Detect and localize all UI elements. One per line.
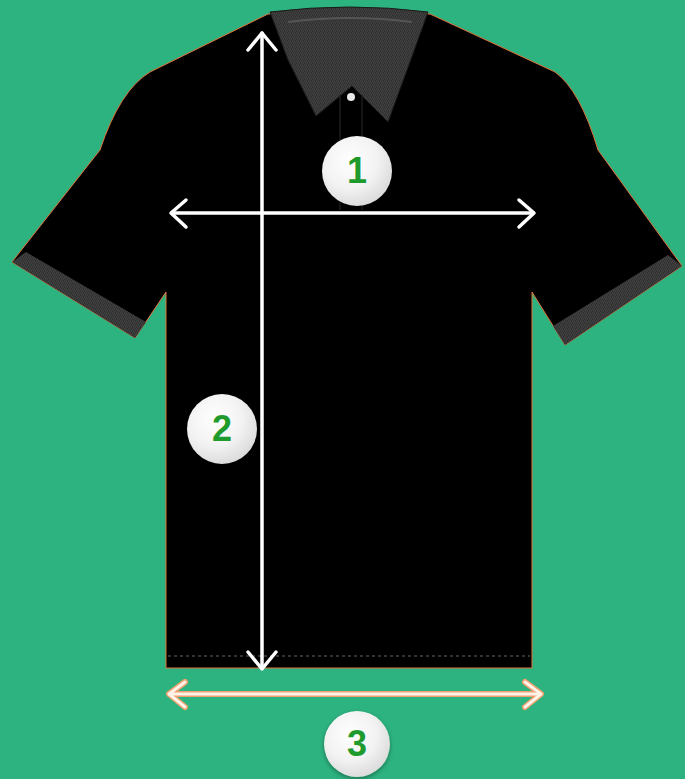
callout-circle: 1: [322, 136, 392, 206]
hem-arrow: [169, 682, 541, 707]
sleeve-cuff: [553, 255, 682, 345]
collar-band: [288, 18, 412, 22]
callout-number: 1: [347, 153, 367, 189]
length-arrow: [248, 33, 276, 669]
sleeve-cuff: [12, 252, 146, 338]
callout-number: 2: [212, 411, 232, 447]
shirt-body: [12, 14, 682, 668]
hem-stitch: [168, 655, 530, 657]
collar: [270, 7, 428, 122]
callout-circle: 3: [324, 711, 390, 777]
button: [347, 93, 355, 101]
callout-circle: 2: [187, 394, 257, 464]
callout-number: 3: [347, 726, 367, 762]
